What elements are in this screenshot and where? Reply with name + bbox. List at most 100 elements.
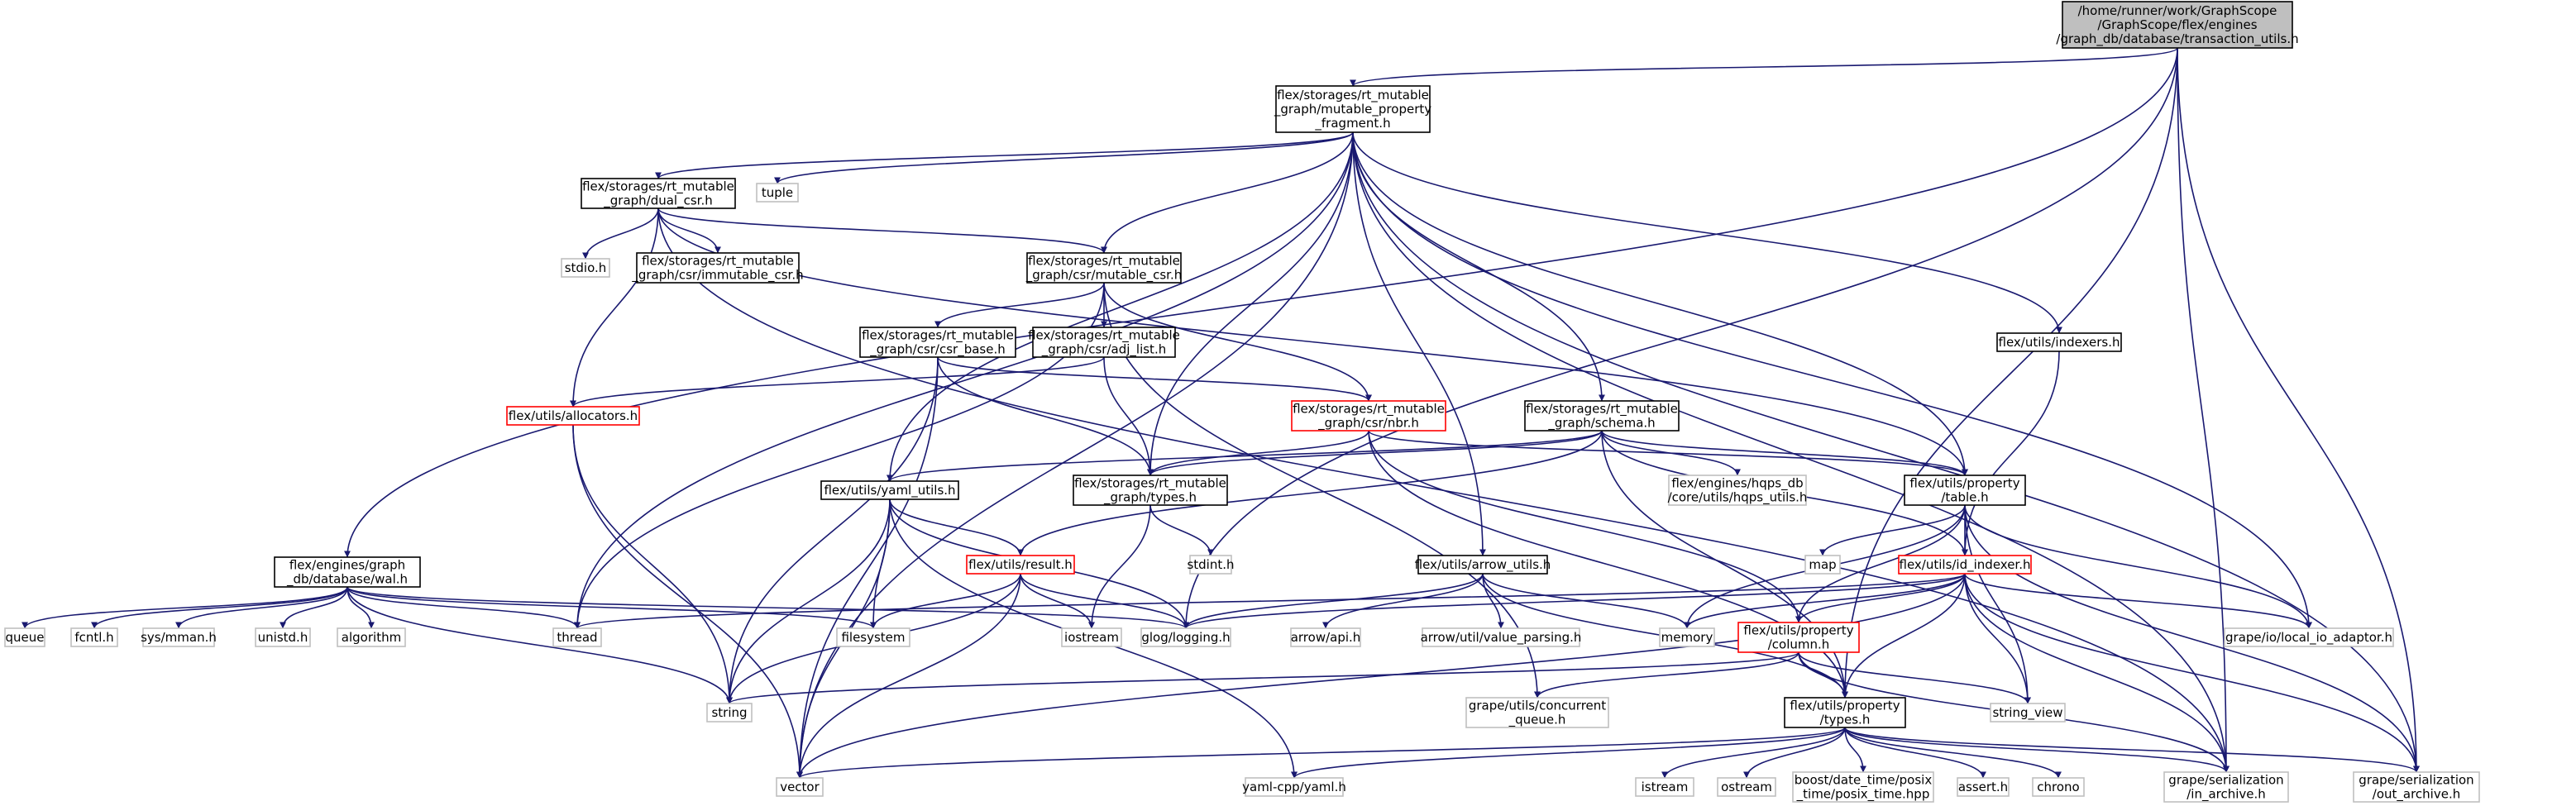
node-box-wal[interactable] xyxy=(274,556,421,588)
node-box-ptypes[interactable] xyxy=(1784,697,1906,728)
node-box-iostream[interactable] xyxy=(1061,627,1122,647)
node-ptypes[interactable]: flex/utils/property/types.h xyxy=(1784,697,1906,728)
node-vector[interactable]: vector xyxy=(776,777,824,797)
node-box-stdint[interactable] xyxy=(1189,555,1232,575)
node-arrow_utils[interactable]: flex/utils/arrow_utils.h xyxy=(1415,555,1551,575)
node-chrono[interactable]: chrono xyxy=(2032,777,2085,797)
node-box-thread[interactable] xyxy=(552,627,602,647)
node-box-filesystem[interactable] xyxy=(836,627,910,647)
node-box-indexers[interactable] xyxy=(1996,332,2122,352)
node-box-arrowapi[interactable] xyxy=(1290,627,1361,647)
node-root[interactable]: /home/runner/work/GraphScope/GraphScope/… xyxy=(2056,1,2299,49)
node-box-algorithm[interactable] xyxy=(337,627,406,647)
node-box-sysmman[interactable] xyxy=(142,627,215,647)
node-box-posix[interactable] xyxy=(1792,771,1934,803)
node-unistd[interactable]: unistd.h xyxy=(255,627,311,647)
node-box-vector[interactable] xyxy=(776,777,824,797)
node-ostream[interactable]: ostream xyxy=(1717,777,1776,797)
node-wal[interactable]: flex/engines/graph_db/database/wal.h xyxy=(274,556,421,588)
node-box-concq[interactable] xyxy=(1465,697,1609,728)
node-posix[interactable]: boost/date_time/posix_time/posix_time.hp… xyxy=(1792,771,1934,803)
node-box-dualcsr[interactable] xyxy=(581,178,736,209)
node-box-types[interactable] xyxy=(1073,475,1228,506)
node-glog[interactable]: glog/logging.h xyxy=(1140,627,1231,647)
node-box-nbr[interactable] xyxy=(1291,400,1446,432)
node-out_archive[interactable]: grape/serialization/out_archive.h xyxy=(2353,771,2480,803)
node-valparse[interactable]: arrow/util/value_parsing.h xyxy=(1421,627,1582,647)
node-box-istream[interactable] xyxy=(1635,777,1694,797)
node-box-ostream[interactable] xyxy=(1717,777,1776,797)
node-table[interactable]: flex/utils/property/table.h xyxy=(1904,475,2026,506)
node-box-immcsr[interactable] xyxy=(636,252,800,284)
node-box-allocators[interactable] xyxy=(506,406,640,426)
node-box-string[interactable] xyxy=(706,703,753,723)
node-filesystem[interactable]: filesystem xyxy=(836,627,910,647)
node-istream[interactable]: istream xyxy=(1635,777,1694,797)
node-allocators[interactable]: flex/utils/allocators.h xyxy=(506,406,640,426)
node-yaml_utils[interactable]: flex/utils/yaml_utils.h xyxy=(820,480,959,500)
node-yamlcpp[interactable]: yaml-cpp/yaml.h xyxy=(1242,777,1346,797)
node-box-valparse[interactable] xyxy=(1422,627,1580,647)
node-csrbase[interactable]: flex/storages/rt_mutable_graph/csr/csr_b… xyxy=(859,327,1016,358)
node-queue[interactable]: queue xyxy=(4,627,45,647)
node-stdint[interactable]: stdint.h xyxy=(1187,555,1235,575)
node-box-yaml_utils[interactable] xyxy=(820,480,959,500)
node-memory[interactable]: memory xyxy=(1659,627,1715,647)
node-box-memory[interactable] xyxy=(1659,627,1715,647)
node-box-mutcsr[interactable] xyxy=(1026,252,1182,284)
node-box-csrbase[interactable] xyxy=(859,327,1016,358)
node-box-fcntl[interactable] xyxy=(70,627,118,647)
node-schema[interactable]: flex/storages/rt_mutable_graph/schema.h xyxy=(1524,400,1680,432)
node-box-local_io[interactable] xyxy=(2224,627,2394,647)
node-box-table[interactable] xyxy=(1904,475,2026,506)
node-arrowapi[interactable]: arrow/api.h xyxy=(1290,627,1361,647)
node-string_view[interactable]: string_view xyxy=(1990,703,2066,723)
node-box-in_archive[interactable] xyxy=(2163,771,2289,803)
node-adjlist[interactable]: flex/storages/rt_mutable_graph/csr/adj_l… xyxy=(1028,327,1180,358)
node-box-tuple[interactable] xyxy=(756,183,799,203)
node-concq[interactable]: grape/utils/concurrent_queue.h xyxy=(1465,697,1609,728)
node-algorithm[interactable]: algorithm xyxy=(337,627,406,647)
node-box-assert[interactable] xyxy=(1957,777,2010,797)
node-indexers[interactable]: flex/utils/indexers.h xyxy=(1996,332,2122,352)
node-in_archive[interactable]: grape/serialization/in_archive.h xyxy=(2163,771,2289,803)
node-nbr[interactable]: flex/storages/rt_mutable_graph/csr/nbr.h xyxy=(1291,400,1446,432)
node-result[interactable]: flex/utils/result.h xyxy=(966,555,1075,575)
node-tuple[interactable]: tuple xyxy=(756,183,799,203)
node-local_io[interactable]: grape/io/local_io_adaptor.h xyxy=(2224,627,2394,647)
node-iostream[interactable]: iostream xyxy=(1061,627,1122,647)
node-box-stdio[interactable] xyxy=(561,258,610,278)
node-box-glog[interactable] xyxy=(1140,627,1231,647)
node-box-arrow_utils[interactable] xyxy=(1417,555,1548,575)
node-box-yamlcpp[interactable] xyxy=(1245,777,1344,797)
node-box-chrono[interactable] xyxy=(2032,777,2085,797)
node-box-adjlist[interactable] xyxy=(1032,327,1176,358)
node-box-queue[interactable] xyxy=(4,627,45,647)
node-dualcsr[interactable]: flex/storages/rt_mutable_graph/dual_csr.… xyxy=(581,178,736,209)
node-hqps[interactable]: flex/engines/hqps_db/core/utils/hqps_uti… xyxy=(1668,475,1808,506)
node-box-mpf[interactable] xyxy=(1275,85,1431,133)
node-assert[interactable]: assert.h xyxy=(1957,777,2010,797)
node-fcntl[interactable]: fcntl.h xyxy=(70,627,118,647)
node-id_indexer[interactable]: flex/utils/id_indexer.h xyxy=(1898,555,2032,575)
node-mutcsr[interactable]: flex/storages/rt_mutable_graph/csr/mutab… xyxy=(1025,252,1182,284)
node-string[interactable]: string xyxy=(706,703,753,723)
node-box-root[interactable] xyxy=(2062,1,2293,49)
node-mpf[interactable]: flex/storages/rt_mutable_graph/mutable_p… xyxy=(1274,85,1431,133)
node-box-map[interactable] xyxy=(1804,555,1841,575)
node-box-column[interactable] xyxy=(1737,622,1860,653)
node-box-string_view[interactable] xyxy=(1990,703,2066,723)
node-box-out_archive[interactable] xyxy=(2353,771,2480,803)
node-box-id_indexer[interactable] xyxy=(1898,555,2032,575)
node-box-schema[interactable] xyxy=(1524,400,1680,432)
node-types[interactable]: flex/storages/rt_mutable_graph/types.h xyxy=(1073,475,1228,506)
node-box-result[interactable] xyxy=(966,555,1075,575)
node-stdio[interactable]: stdio.h xyxy=(561,258,610,278)
node-sysmman[interactable]: sys/mman.h xyxy=(141,627,217,647)
node-column[interactable]: flex/utils/property/column.h xyxy=(1737,622,1860,653)
node-box-unistd[interactable] xyxy=(255,627,311,647)
node-immcsr[interactable]: flex/storages/rt_mutable_graph/csr/immut… xyxy=(631,252,804,284)
node-box-hqps[interactable] xyxy=(1668,475,1807,506)
node-map[interactable]: map xyxy=(1804,555,1841,575)
node-thread[interactable]: thread xyxy=(552,627,602,647)
